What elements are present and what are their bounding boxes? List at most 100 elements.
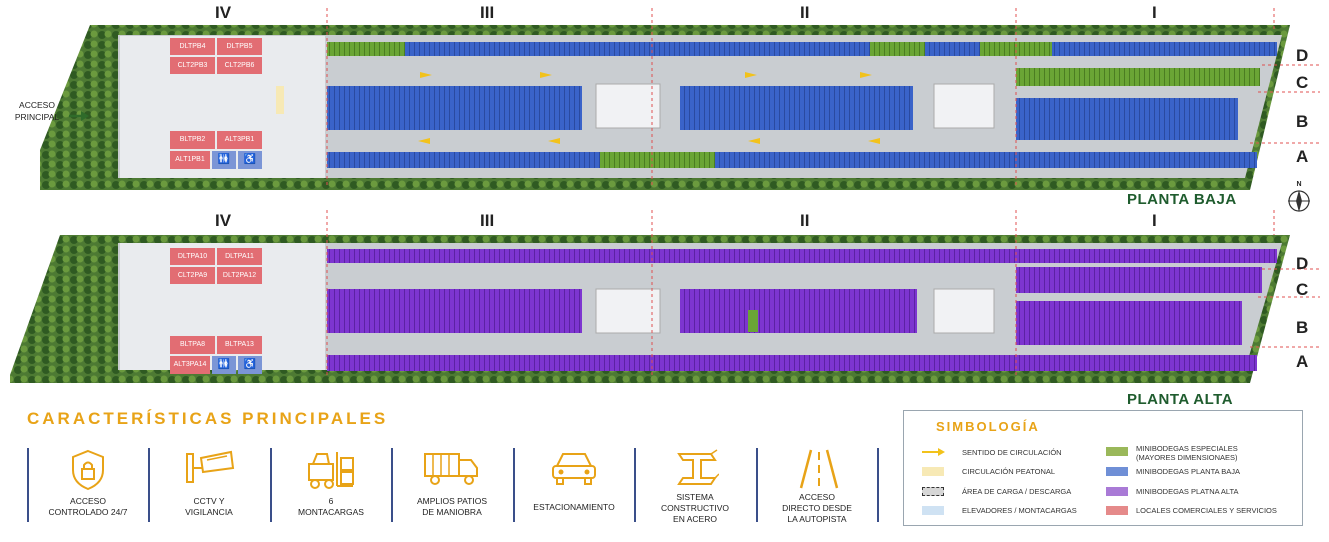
feature-label-line: ESTACIONAMIENTO [533, 502, 615, 512]
feature-label-line: EN ACERO [673, 514, 717, 524]
legend-label-line: (MAYORES DIMENSIONAES) [1136, 453, 1238, 462]
feature-divider [877, 448, 879, 522]
service-core-ii [933, 288, 995, 334]
local-unit[interactable]: ALT3PA14 [170, 356, 210, 374]
legend-title: SIMBOLOGÍA [936, 419, 1040, 434]
row-d-special-units-3 [980, 42, 1052, 56]
local-unit[interactable]: CLT2PB6 [217, 57, 262, 74]
section-number-iii: III [480, 211, 495, 230]
local-unit[interactable]: DLTPA11 [217, 248, 262, 265]
feature-divider [391, 448, 393, 522]
compass: N [1286, 181, 1312, 213]
locales-planta-alta-top: DLTPA10 DLTPA11 CLT2PA9 DLT2PA12 [170, 248, 262, 284]
legend-label: ÁREA DE CARGA / DESCARGA [962, 487, 1072, 496]
truck-icon [424, 453, 478, 485]
local-unit[interactable]: ALT1PB1 [170, 151, 210, 169]
local-unit[interactable]: DLTPB5 [217, 38, 262, 55]
local-unit[interactable]: DLTPB4 [170, 38, 215, 55]
legend-label: MINIBODEGAS PLANTA BAJA [1136, 467, 1241, 476]
legend-label: CIRCULACIÓN PEATONAL [962, 467, 1056, 476]
row-b-units-i [1016, 301, 1242, 345]
arrow-right-icon [69, 111, 89, 121]
restroom-icon: 🚻 [212, 356, 236, 374]
feature-label-line: ACCESO [799, 492, 835, 502]
section-number-iv: IV [215, 211, 232, 230]
local-unit[interactable]: CLT2PB3 [170, 57, 215, 74]
row-d-units [327, 42, 1277, 56]
row-bc-units-iii [327, 289, 582, 333]
legend-swatch-pedestrian [922, 467, 944, 476]
restroom-icon: 🚻 [212, 151, 236, 169]
section-number-i: I [1152, 3, 1157, 22]
row-c-units-i [1016, 267, 1262, 293]
local-unit[interactable]: DLT2PA12 [217, 267, 262, 284]
planta-baja-plan [40, 8, 1320, 190]
row-dividers [1250, 64, 1320, 144]
row-a-units [327, 152, 1257, 168]
pedestrian-crossing [276, 86, 284, 114]
feature-label-line: SISTEMA [676, 492, 714, 502]
row-b-units-i [1016, 98, 1238, 140]
row-bc-units-ii [680, 86, 913, 130]
feature-label-line: DIRECTO DESDE [782, 503, 852, 513]
feature-divider [634, 448, 636, 522]
section-dividers [326, 210, 1275, 377]
accessible-icon: ♿ [238, 356, 262, 374]
legend-swatch-upper-floor-units [1106, 487, 1128, 496]
access-line2: PRINCIPAL [14, 112, 60, 122]
feature-divider [27, 448, 29, 522]
legend-box: SIMBOLOGÍA SENTIDO DE CIRCULACIÓN CIRCUL… [903, 410, 1303, 526]
section-number-ii: II [800, 211, 810, 230]
row-letter-a: A [1296, 352, 1309, 371]
compass-icon [1288, 190, 1310, 212]
feature-label-line: MONTACARGAS [298, 507, 364, 517]
row-letter-c: C [1296, 73, 1309, 92]
row-letter-b: B [1296, 112, 1309, 131]
forklift-icon [308, 452, 354, 489]
legend-label-line: MINIBODEGAS ESPECIALES [1136, 444, 1238, 453]
locales-planta-alta-bottom: BLTPA8 BLTPA13 ALT3PA14 🚻 ♿ [170, 336, 262, 374]
feature-label-line: CONTROLADO 24/7 [48, 507, 128, 517]
highway-icon [799, 449, 839, 489]
service-core-iii [595, 288, 661, 334]
feature-label-line: 6 [328, 496, 334, 506]
section-number-i: I [1152, 211, 1157, 230]
local-unit[interactable]: BLTPA13 [217, 336, 262, 354]
legend-label: LOCALES COMERCIALES Y SERVICIOS [1136, 506, 1277, 515]
service-core-iii [595, 83, 661, 129]
feature-divider [148, 448, 150, 522]
local-unit[interactable]: BLTPA8 [170, 336, 215, 354]
feature-divider [756, 448, 758, 522]
locales-planta-baja-top: DLTPB4 DLTPB5 CLT2PB3 CLT2PB6 [170, 38, 262, 74]
feature-label-line: CONSTRUCTIVO [661, 503, 729, 513]
steel-beam-icon [677, 449, 719, 485]
legend-swatch-elevators [922, 506, 944, 515]
special-unit [748, 310, 758, 332]
local-unit[interactable]: BLTPB2 [170, 131, 215, 149]
feature-divider [513, 448, 515, 522]
feature-divider [270, 448, 272, 522]
row-d-special-units [327, 42, 405, 56]
local-unit[interactable]: ALT3PB1 [217, 131, 262, 149]
row-a-special-units [600, 152, 715, 168]
compass-north-label: N [1296, 181, 1302, 188]
legend-swatch-commercial [1106, 506, 1128, 515]
row-d-units [327, 249, 1277, 263]
legend-swatch-special-units [1106, 447, 1128, 456]
local-unit[interactable]: DLTPA10 [170, 248, 215, 265]
row-letter-c: C [1296, 280, 1309, 299]
legend-label: MINIBODEGAS ESPECIALES (MAYORES DIMENSIO… [1136, 444, 1238, 462]
row-c-special-units [1016, 68, 1260, 86]
legend-label: ELEVADORES / MONTACARGAS [962, 506, 1077, 515]
features-title: CARACTERÍSTICAS PRINCIPALES [27, 409, 389, 428]
legend-label: SENTIDO DE CIRCULACIÓN [962, 448, 1062, 457]
car-icon [552, 453, 596, 485]
local-unit[interactable]: CLT2PA9 [170, 267, 215, 284]
planta-alta-plan [10, 210, 1320, 383]
